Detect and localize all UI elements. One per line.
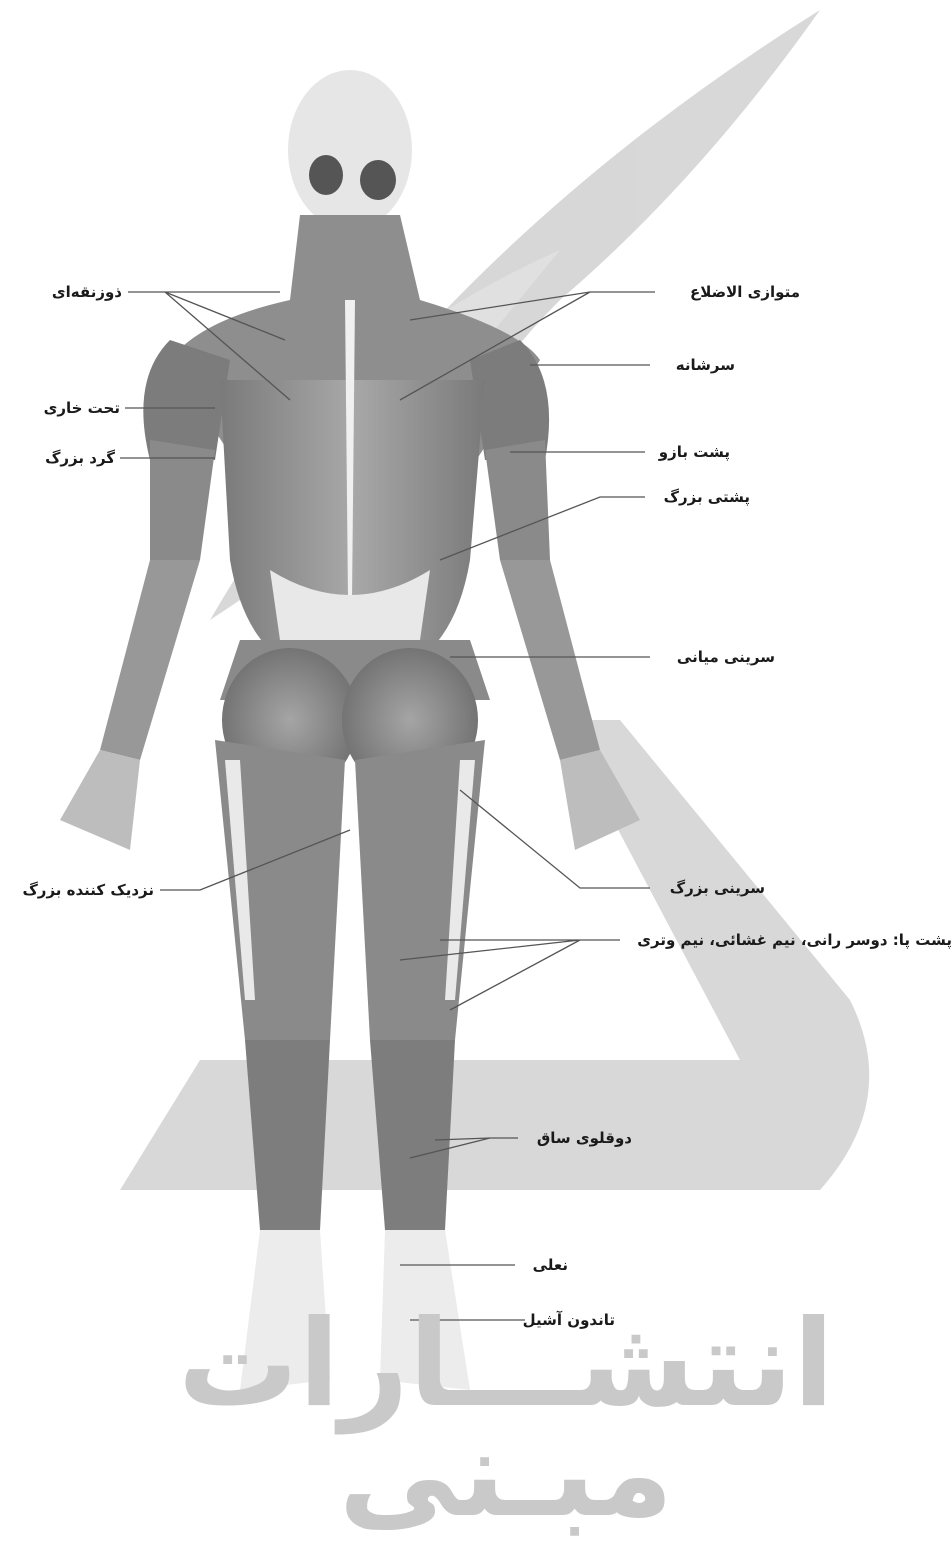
- right-forearm: [500, 560, 600, 760]
- label-gastrocnemius: دوقلوی ساق: [522, 1129, 632, 1147]
- watermark-text: انتشـــارات مبـنی: [60, 1310, 952, 1420]
- right-upper-arm: [485, 440, 550, 560]
- label-deltoid: سرشانه: [655, 356, 735, 374]
- label-gluteus-medius: سرینی میانی: [655, 648, 775, 666]
- label-latissimus: پشتی بزرگ: [650, 488, 750, 506]
- label-triceps: پشت بازو: [650, 443, 730, 461]
- muscle-figure-svg: [0, 0, 952, 1417]
- label-soleus: نعلی: [518, 1256, 568, 1274]
- head: [288, 70, 412, 230]
- label-infraspinatus: تحت خاری: [20, 399, 120, 417]
- right-calf: [370, 1040, 455, 1230]
- left-calf: [245, 1040, 330, 1230]
- label-gluteus-maximus: سرینی بزرگ: [655, 879, 765, 897]
- left-forearm: [100, 560, 200, 760]
- anatomy-diagram: ذوزنقه‌ای متوازی الاضلاع سرشانه تحت خاری…: [0, 0, 952, 1417]
- label-adductor-magnus: نزدیک کننده بزرگ: [4, 881, 154, 899]
- label-hamstrings: پشت پا: دوسر رانی، نیم غشائی، نیم وتری: [624, 931, 952, 949]
- watermark-logo: [120, 10, 869, 1190]
- label-rhomboids: متوازی الاضلاع: [660, 283, 800, 301]
- label-trapezius: ذوزنقه‌ای: [22, 283, 122, 301]
- left-hand: [60, 750, 140, 850]
- label-teres-major: گرد بزرگ: [30, 449, 115, 467]
